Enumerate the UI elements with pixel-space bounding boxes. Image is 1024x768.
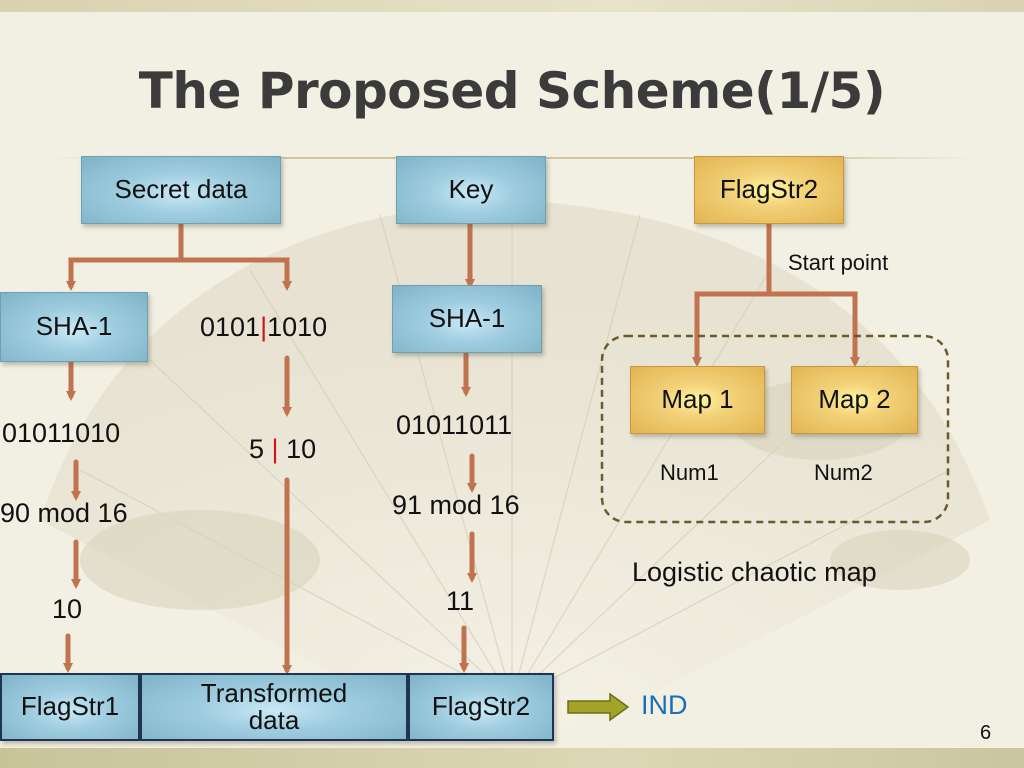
flagstr1-label: FlagStr1 — [20, 691, 120, 722]
split-num-left: 5 — [249, 434, 265, 464]
left-bits: 01011010 — [2, 418, 121, 448]
left-mod: 90 mod 16 — [0, 498, 128, 528]
ind-label: IND — [641, 690, 688, 720]
num1-label: Num1 — [660, 460, 719, 485]
map2-box: Map 2 — [791, 366, 918, 434]
map1-box: Map 1 — [630, 366, 765, 434]
key-bits: 01011011 — [396, 410, 513, 440]
transformed-line2: data — [248, 705, 300, 735]
arrow-secret-right — [178, 257, 292, 291]
arrow-flag-map1 — [692, 219, 772, 367]
page-number: 6 — [980, 722, 992, 744]
ind-arrow — [567, 692, 630, 722]
top-band — [0, 0, 1024, 12]
start-point-label: Start point — [788, 250, 889, 275]
sha1-left-label: SHA-1 — [35, 311, 113, 342]
split-bits-left: 0101 — [200, 312, 261, 342]
arrow-flag-map2 — [766, 291, 860, 367]
num2-label: Num2 — [814, 460, 873, 485]
flagstr2-bottom-label: FlagStr2 — [431, 691, 531, 722]
key-result: 11 — [446, 586, 475, 616]
flagstr2-top-box: FlagStr2 — [694, 156, 844, 224]
secret-data-label: Secret data — [114, 174, 248, 205]
flagstr2-top-label: FlagStr2 — [719, 174, 819, 205]
transformed-line1: Transformed — [200, 677, 348, 708]
left-result: 10 — [52, 594, 83, 624]
sha1-left-box: SHA-1 — [0, 292, 148, 362]
arrow-secret-split — [66, 219, 184, 291]
sha1-key-label: SHA-1 — [428, 303, 506, 334]
flagstr1-box: FlagStr1 — [0, 673, 140, 741]
key-mod: 91 mod 16 — [392, 490, 520, 520]
sha1-key-box: SHA-1 — [392, 285, 542, 353]
chaotic-map-group — [600, 334, 950, 524]
transformed-data-box: Transformed data — [140, 673, 408, 741]
flagstr2-bottom-box: FlagStr2 — [408, 673, 554, 741]
bottom-band — [0, 748, 1024, 768]
key-label: Key — [448, 174, 494, 205]
secret-data-box: Secret data — [81, 156, 281, 224]
split-bits: 0101|1010 — [200, 312, 327, 343]
split-num-right: 10 — [286, 434, 317, 464]
key-box: Key — [396, 156, 546, 224]
split-numbers: 5 | 10 — [249, 434, 316, 465]
chaotic-map-caption: Logistic chaotic map — [632, 557, 877, 587]
map2-label: Map 2 — [818, 384, 891, 415]
split-separator: | — [260, 312, 268, 342]
split-bits-right: 1010 — [267, 312, 328, 342]
split-num-separator: | — [271, 434, 279, 464]
slide-title: The Proposed Scheme(1/5) — [138, 62, 886, 120]
map1-label: Map 1 — [661, 384, 734, 415]
